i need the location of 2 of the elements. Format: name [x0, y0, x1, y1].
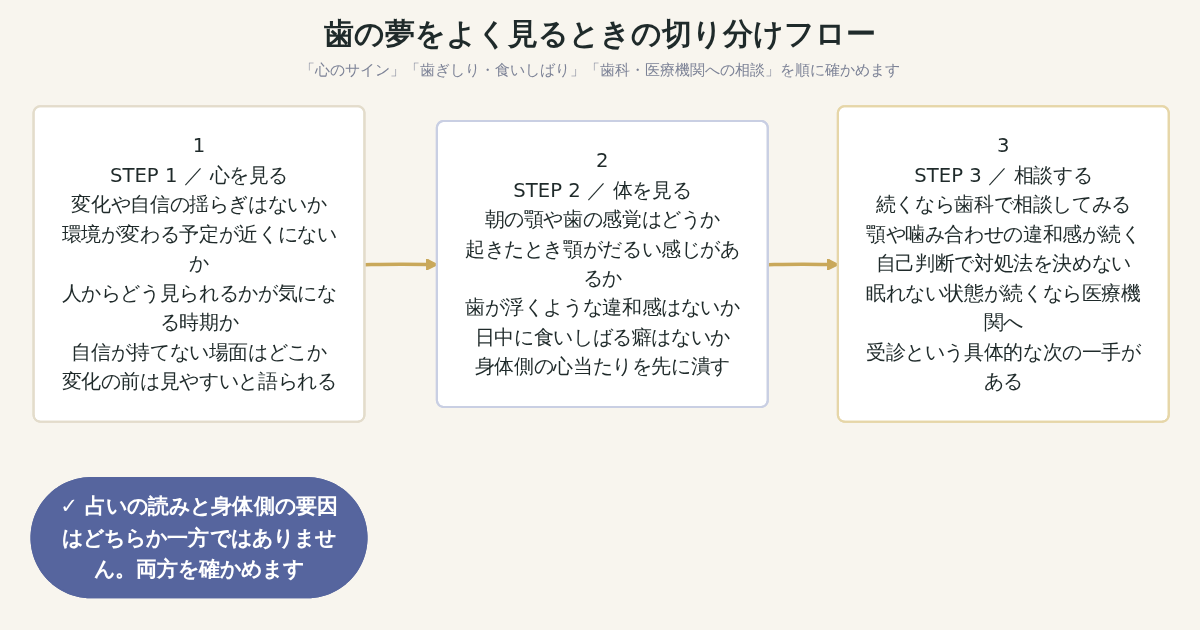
diagram-title: 歯の夢をよく見るときの切り分けフロー	[324, 15, 876, 53]
subtitle-text: 「心のサイン」「歯ぎしり・食いしばり」「歯科・医療機関への相談」を順に確かめます	[300, 61, 900, 80]
